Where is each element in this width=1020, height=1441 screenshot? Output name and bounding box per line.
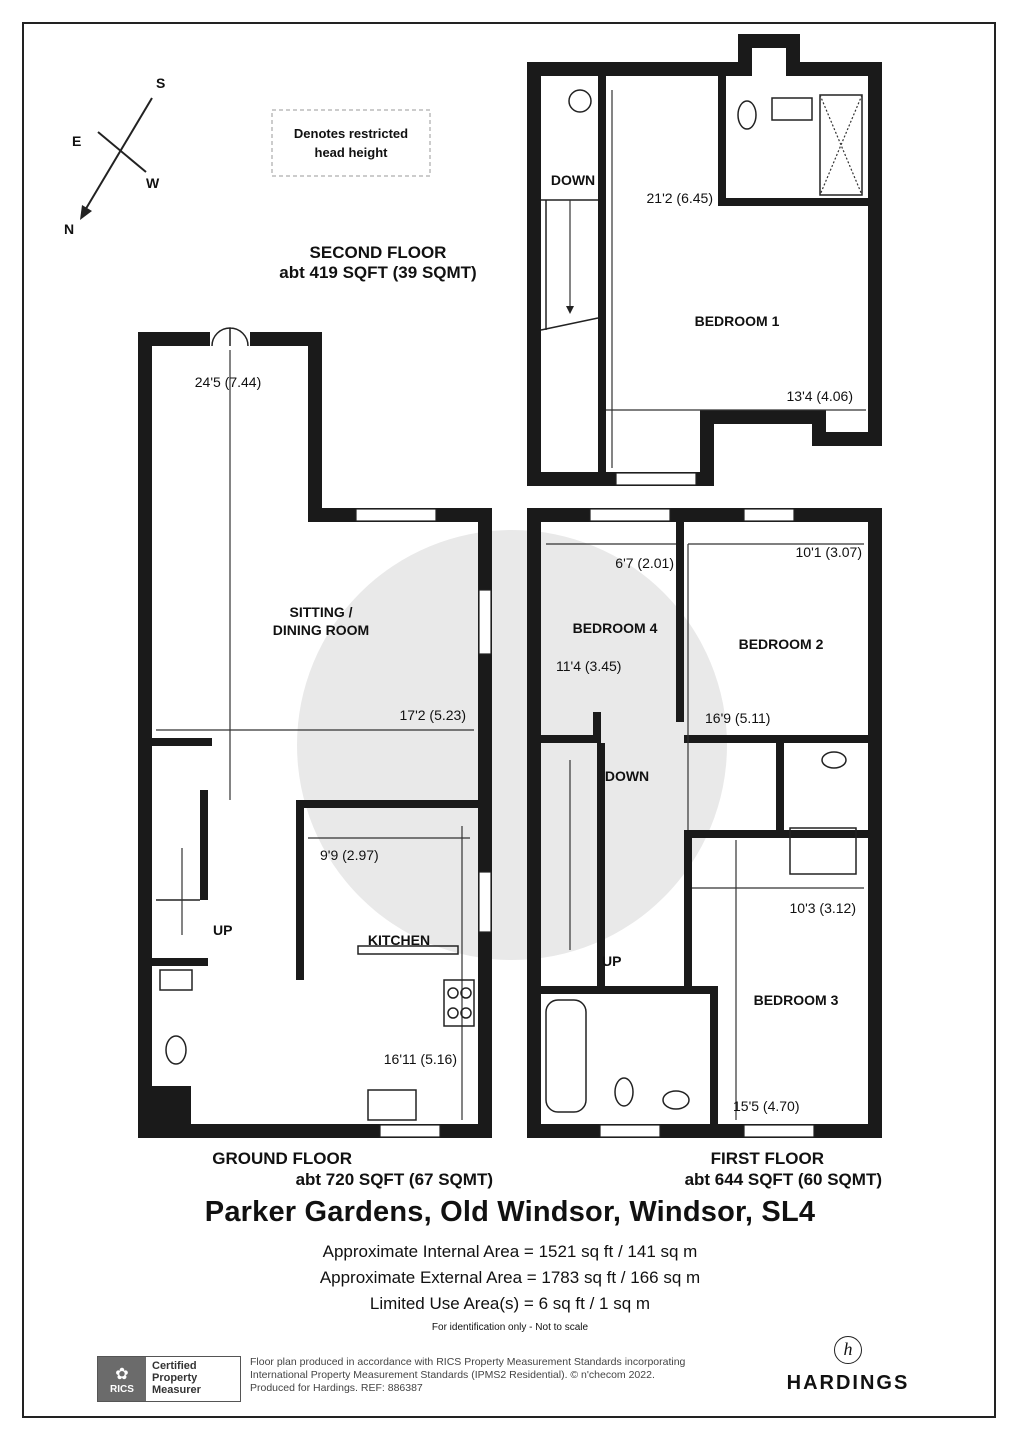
identification-note: For identification only - Not to scale [431,1322,589,1333]
stair-down-second: DOWN [551,172,595,188]
dim-kitchen-width: 9'9 (2.97) [320,847,379,863]
room-sitting-line2: DINING ROOM [273,622,369,638]
stair-up-first: UP [602,953,621,969]
page-border [22,22,996,1418]
rics-logo: ✿ RICS [98,1357,146,1401]
room-bedroom-1: BEDROOM 1 [695,313,780,329]
compass-s: S [156,75,165,91]
dim-bed1-length: 21'2 (6.45) [647,190,714,206]
rics-line2: Property [152,1372,198,1384]
internal-area: Approximate Internal Area = 1521 sq ft /… [322,1242,698,1261]
stair-up-ground: UP [213,922,232,938]
hardings-logo: h HARDINGS [772,1336,924,1404]
second-floor-plan: DOWN 21'2 (6.45) BEDROOM 1 13'4 (4.06) [527,34,882,486]
rics-certified-text: Certified Property Measurer [146,1357,207,1401]
compass-e: E [72,133,81,149]
dim-sitting-width: 17'2 (5.23) [400,707,467,723]
room-kitchen: KITCHEN [368,932,430,948]
disclaimer-line2: International Property Measurement Stand… [250,1369,655,1381]
restricted-head-height-key: Denotes restricted head height [271,109,431,177]
hardings-mark-icon: h [834,1336,862,1364]
compass-n: N [64,221,74,237]
room-sitting-line1: SITTING / [290,604,353,620]
rics-logo-text: RICS [110,1383,134,1395]
disclaimer-line1: Floor plan produced in accordance with R… [250,1356,686,1368]
watermark-circle [297,530,727,960]
restricted-note-line1: Denotes restricted [294,126,408,141]
compass-w: W [146,175,160,191]
stair-down-first: DOWN [605,768,649,784]
disclaimer-line3: Produced for Hardings. REF: 886387 [250,1382,423,1394]
first-floor-title: FIRST FLOOR [711,1149,824,1168]
dim-bed3-length: 15'5 (4.70) [733,1098,800,1114]
hardings-name: HARDINGS [786,1372,910,1394]
dim-bed1-width: 13'4 (4.06) [787,388,854,404]
rics-line1: Certified [152,1360,197,1372]
dim-bed3-width: 10'3 (3.12) [790,900,857,916]
ground-floor-title: GROUND FLOOR [212,1149,352,1168]
ground-floor-plan: 24'5 (7.44) SITTING / DINING ROOM 17'2 (… [138,302,492,1138]
room-bedroom-2: BEDROOM 2 [739,636,824,652]
first-floor-plan: 6'7 (2.01) BEDROOM 4 11'4 (3.45) 10'1 (3… [527,508,882,1138]
first-floor-area: abt 644 SQFT (60 SQMT) [685,1170,882,1189]
floor-plan: S W N E Denotes restricted head height D… [64,34,882,1189]
rics-line3: Measurer [152,1384,201,1396]
dim-bed2-width: 10'1 (3.07) [796,544,863,560]
dim-bed4-width: 6'7 (2.01) [615,555,674,571]
second-floor-area: abt 419 SQFT (39 SQMT) [279,263,476,282]
restricted-note-line2: head height [315,145,389,160]
property-address: Parker Gardens, Old Windsor, Windsor, SL… [204,1196,816,1228]
room-bedroom-4: BEDROOM 4 [573,620,658,636]
external-area: Approximate External Area = 1783 sq ft /… [319,1268,701,1287]
dim-sitting-length: 24'5 (7.44) [195,374,262,390]
limited-use-area: Limited Use Area(s) = 6 sq ft / 1 sq m [369,1294,651,1313]
second-floor-title: SECOND FLOOR [310,243,447,262]
room-bedroom-3: BEDROOM 3 [754,992,839,1008]
compass: S W N E [64,75,165,237]
dim-kitchen-length: 16'11 (5.16) [384,1051,457,1067]
dim-bed4-length: 11'4 (3.45) [556,658,621,674]
disclaimer: Floor plan produced in accordance with R… [250,1356,770,1395]
dim-bed2-length: 16'9 (5.11) [705,710,770,726]
ground-floor-area: abt 720 SQFT (67 SQMT) [296,1170,493,1189]
rics-badge: ✿ RICS Certified Property Measurer [97,1356,241,1402]
